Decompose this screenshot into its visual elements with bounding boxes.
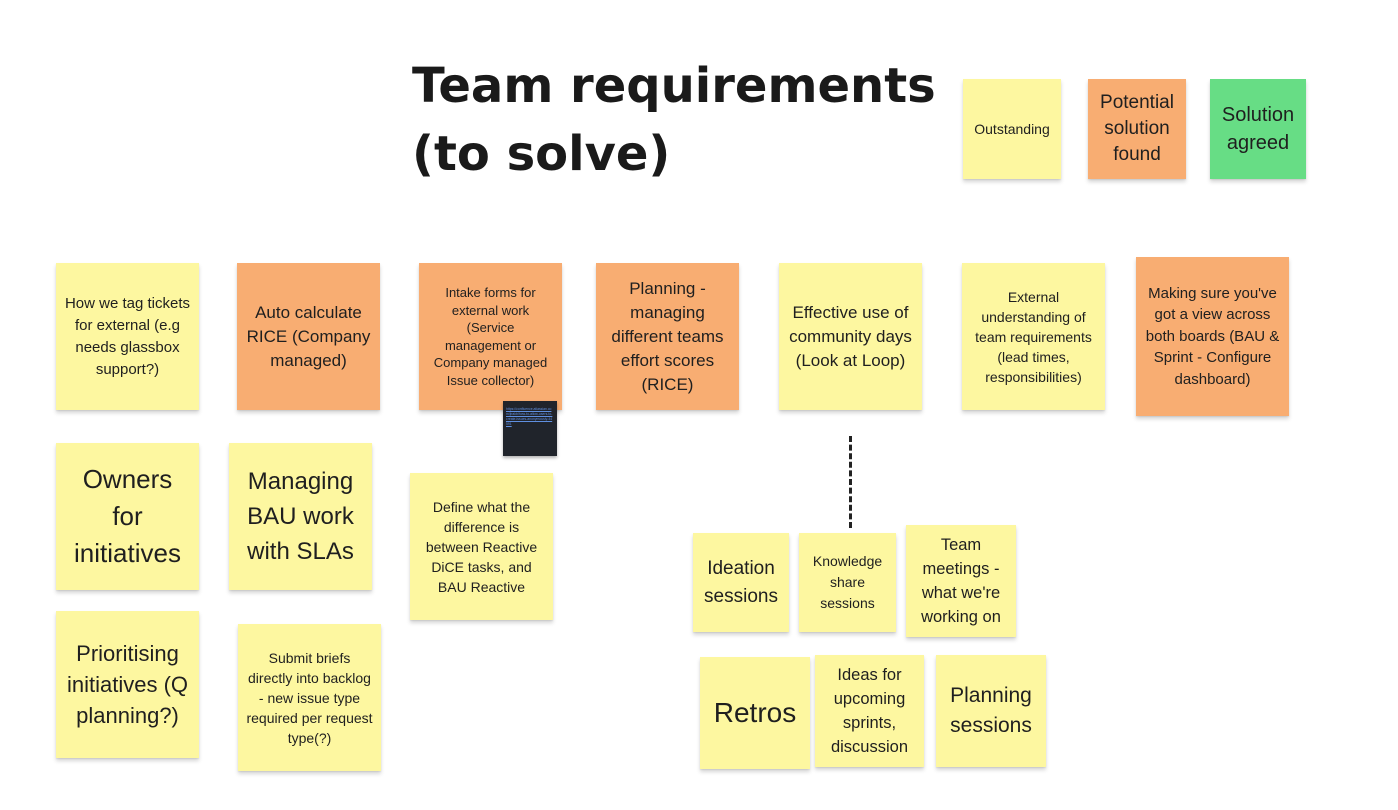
- note-knowledge-share[interactable]: Knowledge share sessions: [799, 533, 896, 632]
- note-ideas-sprints-text: Ideas for upcoming sprints, discussion: [830, 666, 909, 756]
- note-planning-sessions-text: Planning sessions: [950, 684, 1032, 737]
- link-preview-url[interactable]: https://confluence.atlassian.com/jirakb/…: [506, 407, 553, 426]
- note-external-understanding-text: External understanding of team requireme…: [975, 288, 1092, 385]
- board-title-line-1: Team requirements: [412, 58, 936, 114]
- note-planning-sessions[interactable]: Planning sessions: [936, 655, 1046, 767]
- note-tag-tickets[interactable]: How we tag tickets for external (e.g nee…: [56, 263, 199, 410]
- note-ideation[interactable]: Ideation sessions: [693, 533, 789, 632]
- legend-outstanding-label: Outstanding: [974, 120, 1050, 137]
- note-team-meetings[interactable]: Team meetings - what we're working on: [906, 525, 1016, 637]
- board-title-line-2: (to solve): [412, 126, 671, 182]
- legend-agreed-note[interactable]: Solution agreed: [1210, 79, 1306, 179]
- note-retros-text: Retros: [713, 697, 797, 728]
- board-title: Team requirements (to solve): [412, 52, 952, 188]
- legend-agreed-label: Solution agreed: [1221, 104, 1295, 154]
- note-community-days-text: Effective use of community days (Look at…: [789, 302, 912, 370]
- note-tag-tickets-text: How we tag tickets for external (e.g nee…: [64, 294, 191, 378]
- note-auto-rice[interactable]: Auto calculate RICE (Company managed): [237, 263, 380, 410]
- note-view-boards-text: Making sure you've got a view across bot…: [1145, 284, 1280, 388]
- note-planning-rice[interactable]: Planning - managing different teams effo…: [596, 263, 739, 410]
- note-define-reactive-text: Define what the difference is between Re…: [425, 498, 538, 595]
- note-owners[interactable]: Owners for initiatives: [56, 443, 199, 590]
- note-auto-rice-text: Auto calculate RICE (Company managed): [246, 302, 371, 370]
- note-team-meetings-text: Team meetings - what we're working on: [921, 536, 1001, 626]
- note-define-reactive[interactable]: Define what the difference is between Re…: [410, 473, 553, 620]
- note-submit-briefs-text: Submit briefs directly into backlog - ne…: [246, 649, 373, 746]
- note-ideation-text: Ideation sessions: [704, 557, 778, 607]
- legend-outstanding-note[interactable]: Outstanding: [963, 79, 1061, 179]
- link-preview-thumbnail[interactable]: https://confluence.atlassian.com/jirakb/…: [503, 401, 557, 456]
- note-intake-forms[interactable]: Intake forms for external work (Service …: [419, 263, 562, 410]
- note-bau-slas-text: Managing BAU work with SLAs: [247, 468, 354, 565]
- note-owners-text: Owners for initiatives: [74, 464, 181, 568]
- note-planning-rice-text: Planning - managing different teams effo…: [611, 278, 724, 394]
- note-prioritising[interactable]: Prioritising initiatives (Q planning?): [56, 611, 199, 758]
- dashed-connector-line[interactable]: [849, 436, 852, 528]
- note-knowledge-share-text: Knowledge share sessions: [812, 553, 883, 611]
- note-submit-briefs[interactable]: Submit briefs directly into backlog - ne…: [238, 624, 381, 771]
- note-community-days[interactable]: Effective use of community days (Look at…: [779, 263, 922, 410]
- note-retros[interactable]: Retros: [700, 657, 810, 769]
- note-ideas-sprints[interactable]: Ideas for upcoming sprints, discussion: [815, 655, 924, 767]
- note-external-understanding[interactable]: External understanding of team requireme…: [962, 263, 1105, 410]
- legend-potential-label: Potential solution found: [1100, 92, 1174, 165]
- note-prioritising-text: Prioritising initiatives (Q planning?): [66, 641, 189, 728]
- legend-potential-note[interactable]: Potential solution found: [1088, 79, 1186, 179]
- note-intake-forms-text: Intake forms for external work (Service …: [433, 285, 548, 388]
- note-bau-slas[interactable]: Managing BAU work with SLAs: [229, 443, 372, 590]
- note-view-boards[interactable]: Making sure you've got a view across bot…: [1136, 257, 1289, 416]
